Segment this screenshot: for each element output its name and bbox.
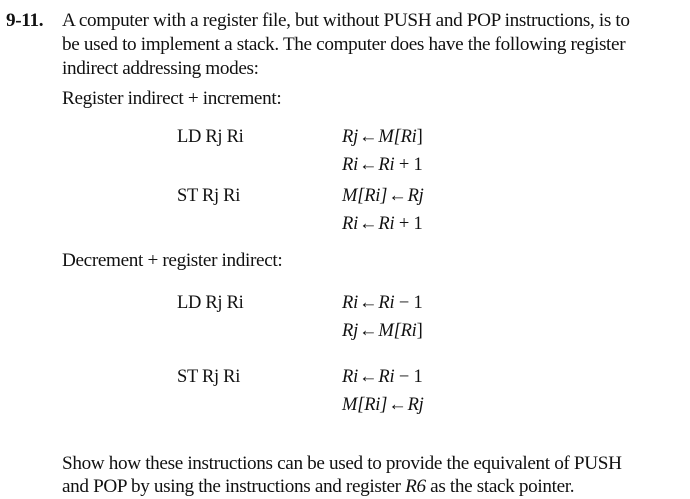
op-rhs: Rj bbox=[407, 186, 424, 206]
mode-heading-decrement: Decrement + register indirect: bbox=[62, 250, 283, 271]
op-rhs: Ri bbox=[400, 321, 417, 341]
op-rhs: Ri bbox=[378, 367, 395, 387]
op-rhs: Ri bbox=[378, 155, 395, 175]
intro-line-1: A computer with a register file, but wit… bbox=[62, 10, 630, 31]
op-rhs: Ri bbox=[400, 127, 417, 147]
intro-line-3: indirect addressing modes: bbox=[62, 58, 259, 79]
question-line-1: Show how these instructions can be used … bbox=[62, 453, 622, 474]
arrow-left-icon: ← bbox=[388, 186, 407, 206]
operation: Ri←Ri − 1 bbox=[342, 367, 423, 388]
arrow-left-icon: ← bbox=[359, 155, 378, 175]
op-lhs: M[Ri] bbox=[342, 186, 388, 206]
operation: Rj←M[Ri] bbox=[342, 321, 423, 342]
instruction-mnemonic: LD Rj Ri bbox=[177, 127, 244, 147]
intro-line-2: be used to implement a stack. The comput… bbox=[62, 34, 626, 55]
arrow-left-icon: ← bbox=[359, 321, 378, 341]
stack-pointer-register: R6 bbox=[405, 476, 426, 497]
question-text: and POP by using the instructions and re… bbox=[62, 476, 406, 497]
op-rhs: ] bbox=[416, 127, 423, 147]
arrow-left-icon: ← bbox=[388, 395, 407, 415]
instruction-mnemonic: ST Rj Ri bbox=[177, 186, 241, 206]
op-rhs: M[ bbox=[378, 127, 401, 147]
operation: Ri←Ri + 1 bbox=[342, 155, 423, 176]
arrow-left-icon: ← bbox=[359, 293, 378, 313]
op-lhs: Rj bbox=[342, 321, 359, 341]
op-lhs: Rj bbox=[342, 127, 359, 147]
op-lhs: Ri bbox=[342, 367, 359, 387]
operation: M[Ri]←Rj bbox=[342, 186, 424, 207]
instruction-mnemonic: ST Rj Ri bbox=[177, 367, 241, 387]
op-rhs: Ri bbox=[378, 214, 395, 234]
op-rhs: Ri bbox=[378, 293, 395, 313]
op-lhs: Ri bbox=[342, 293, 359, 313]
op-rhs: + 1 bbox=[394, 214, 423, 234]
op-rhs: + 1 bbox=[394, 155, 423, 175]
question-text: as the stack pointer. bbox=[425, 476, 575, 497]
op-rhs: − 1 bbox=[394, 367, 423, 387]
operation: Rj←M[Ri] bbox=[342, 127, 423, 148]
op-rhs: M[ bbox=[378, 321, 401, 341]
arrow-left-icon: ← bbox=[359, 214, 378, 234]
instruction-mnemonic: LD Rj Ri bbox=[177, 293, 244, 313]
mode-heading-increment: Register indirect + increment: bbox=[62, 88, 282, 109]
arrow-left-icon: ← bbox=[359, 127, 378, 147]
problem-number: 9-11. bbox=[6, 10, 44, 31]
operation: Ri←Ri + 1 bbox=[342, 214, 423, 235]
op-lhs: M[Ri] bbox=[342, 395, 388, 415]
op-rhs: ] bbox=[416, 321, 423, 341]
operation: Ri←Ri − 1 bbox=[342, 293, 423, 314]
operation: M[Ri]←Rj bbox=[342, 395, 424, 416]
question-line-2: and POP by using the instructions and re… bbox=[62, 475, 575, 499]
arrow-left-icon: ← bbox=[359, 367, 378, 387]
op-lhs: Ri bbox=[342, 214, 359, 234]
op-rhs: Rj bbox=[407, 395, 424, 415]
op-rhs: − 1 bbox=[394, 293, 423, 313]
op-lhs: Ri bbox=[342, 155, 359, 175]
